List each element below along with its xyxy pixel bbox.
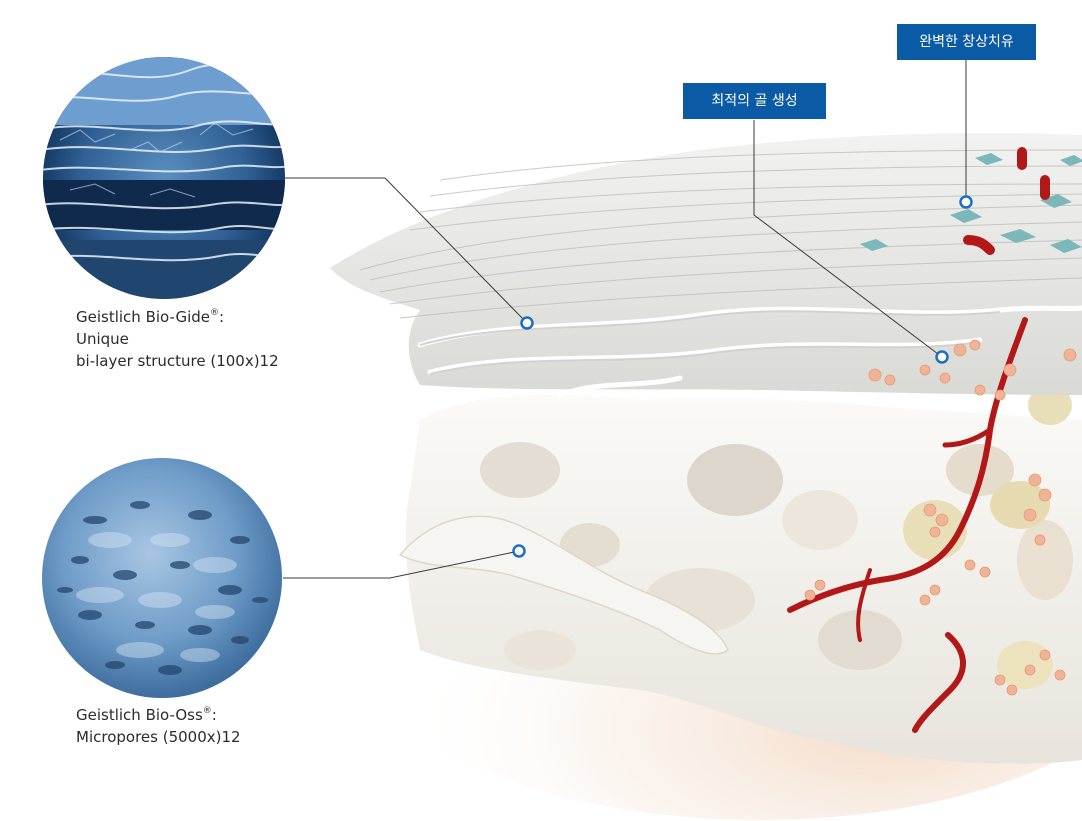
bone-cells [804,339,1077,696]
healing-tag: 완벽한 창상치유 [897,24,1036,60]
biogide-brand: Geistlich Bio-Gide [76,308,210,326]
biooss-caption-line1: Geistlich Bio-Oss®: [76,704,241,726]
markers [512,195,973,558]
bone-formation-tag: 최적의 골 생성 [683,83,826,119]
biogide-caption-line3: bi-layer structure (100x)12 [76,352,279,370]
biogide-suffix: : [219,308,225,326]
marker-biooss [512,544,526,558]
leader-lines [283,60,967,579]
biogide-registered-mark: ® [210,308,219,318]
collagen-membrane [330,133,1082,398]
biogide-caption-line2: Unique [76,330,129,348]
marker-bone [935,350,949,364]
biogide-caption-line1: Geistlich Bio-Gide®: [76,306,279,328]
biooss-micrograph [42,458,282,698]
biogide-caption: Geistlich Bio-Gide®: Unique bi-layer str… [76,306,279,372]
biooss-brand: Geistlich Bio-Oss [76,706,203,724]
marker-healing [959,195,973,209]
biooss-caption: Geistlich Bio-Oss®: Micropores (5000x)12 [76,704,241,748]
biooss-caption-line2: Micropores (5000x)12 [76,728,241,746]
marker-biogide [520,316,534,330]
biogide-micrograph [43,57,285,299]
leader-line-bone [753,120,943,358]
biooss-suffix: : [211,706,217,724]
leader-line-biooss [283,550,520,579]
biooss-registered-mark: ® [202,706,212,716]
bone-scaffold [398,385,1082,764]
leader-line-biogide [284,177,528,324]
